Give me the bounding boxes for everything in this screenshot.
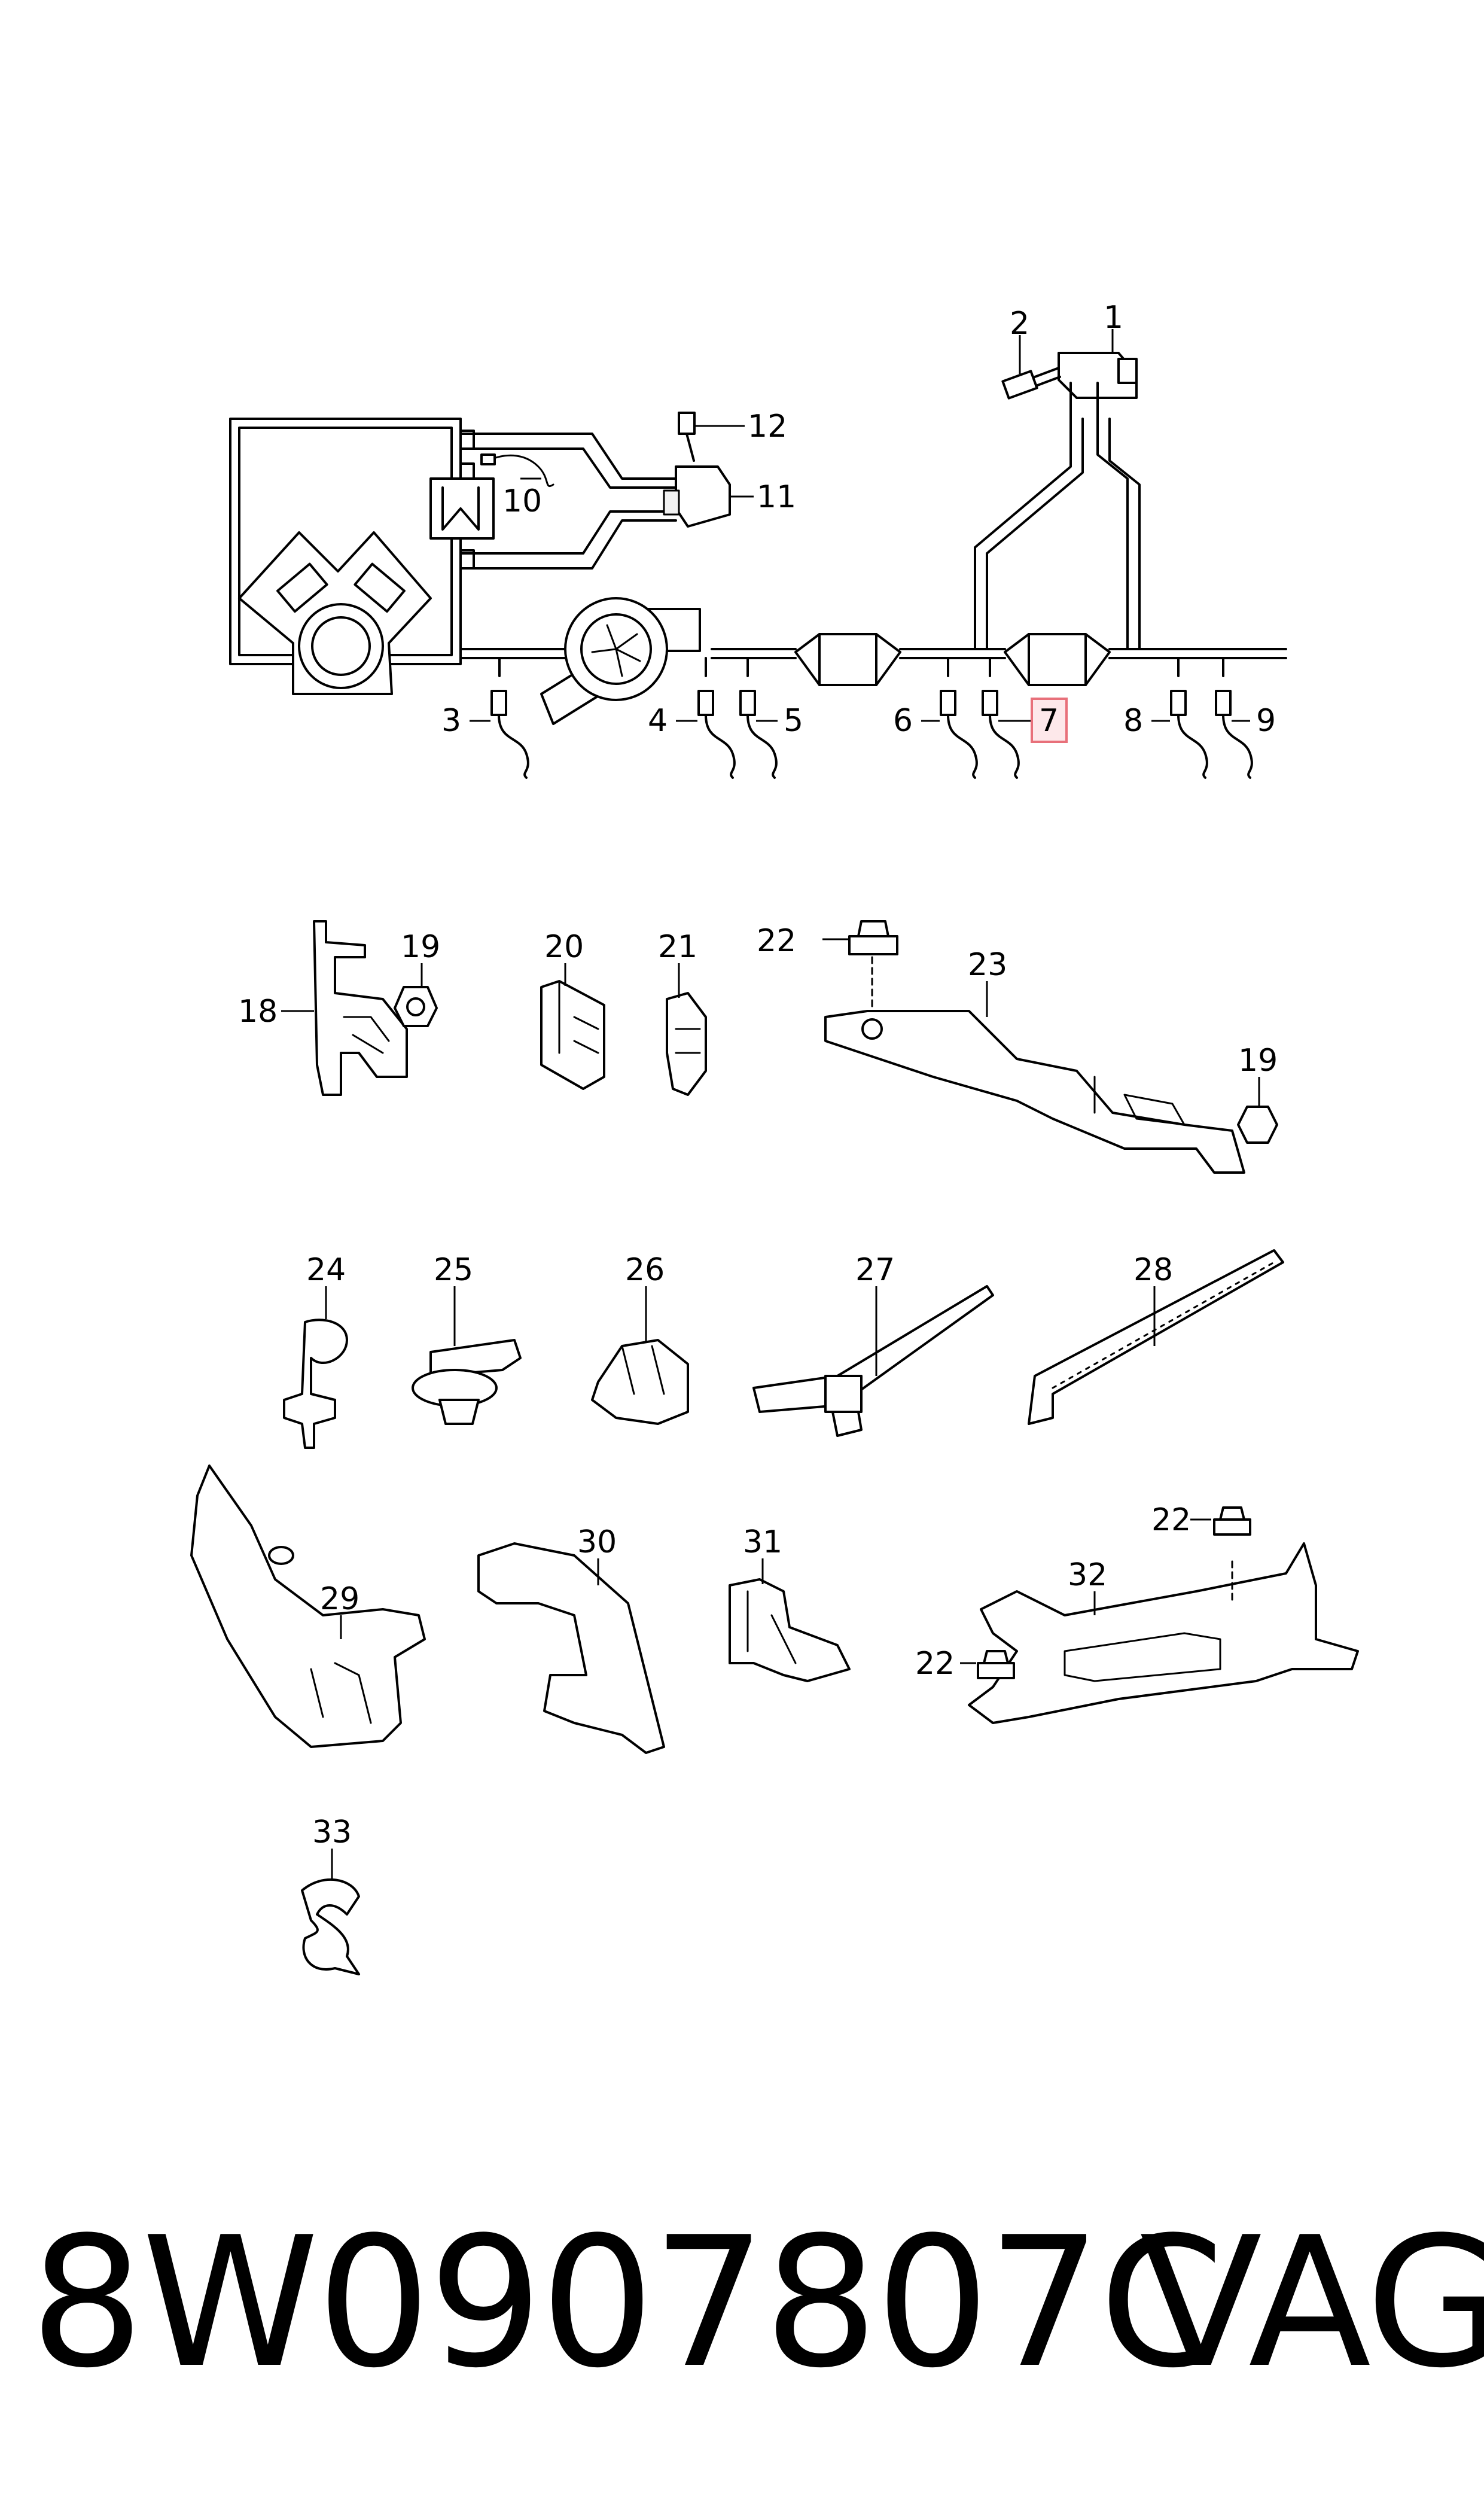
callout-19a[interactable]: 19 xyxy=(401,929,440,965)
pressure-line-right xyxy=(1096,418,1141,650)
nut-22b xyxy=(1213,1506,1251,1536)
exhaust-pipe-c xyxy=(899,648,1006,659)
callout-7[interactable]: 7 xyxy=(1039,703,1059,739)
clip-24 xyxy=(283,1319,348,1449)
nut-22c xyxy=(977,1650,1015,1679)
callout-6[interactable]: 6 xyxy=(893,703,913,739)
callout-22a[interactable]: 22 xyxy=(757,923,796,959)
callout-21[interactable]: 21 xyxy=(658,929,697,965)
engine-cylinder-right xyxy=(354,562,406,613)
catalytic-converter-1 xyxy=(794,633,901,686)
clip-26 xyxy=(591,1339,689,1425)
brand-label: VAG xyxy=(1139,2199,1484,2407)
callout-labels: 1 2 3 4 5 6 7 8 9 10 11 12 18 19 20 21 2… xyxy=(238,300,1278,1850)
heater-element-symbol xyxy=(441,486,480,531)
holder-31 xyxy=(729,1578,851,1682)
bracket-29 xyxy=(190,1464,426,1748)
bracket-30 xyxy=(477,1542,665,1754)
callout-4[interactable]: 4 xyxy=(648,703,668,739)
clip-33 xyxy=(301,1878,360,1975)
callout-30[interactable]: 30 xyxy=(577,1524,617,1560)
probe-6 xyxy=(940,690,978,779)
exhaust-pipe-d xyxy=(1108,648,1287,659)
cat1-seams xyxy=(818,633,877,686)
sensor-10-wire xyxy=(486,454,554,488)
callout-28[interactable]: 28 xyxy=(1133,1252,1173,1288)
port-box-2 xyxy=(459,549,475,570)
callout-12[interactable]: 12 xyxy=(748,409,787,444)
callout-18[interactable]: 18 xyxy=(238,994,278,1030)
port-box-3 xyxy=(459,462,475,480)
engine-cylinder-left xyxy=(276,562,328,613)
probe-7 xyxy=(982,690,1020,779)
exhaust-probes xyxy=(490,690,1253,779)
clip-21 xyxy=(666,992,707,1096)
probe-5 xyxy=(739,690,778,779)
turbo-blades xyxy=(591,624,641,677)
engine-crank-inner xyxy=(311,616,371,676)
callout-33[interactable]: 33 xyxy=(312,1814,352,1850)
bracket-23 xyxy=(824,1010,1245,1174)
callout-29[interactable]: 29 xyxy=(320,1581,359,1617)
probe-4 xyxy=(697,690,736,779)
sensor-taps xyxy=(498,657,1224,677)
callout-32[interactable]: 32 xyxy=(1068,1557,1107,1593)
intake-line-top-b xyxy=(459,447,677,489)
clip-20 xyxy=(540,980,605,1090)
callout-20[interactable]: 20 xyxy=(544,929,584,965)
callout-24[interactable]: 24 xyxy=(306,1252,346,1288)
callout-19b[interactable]: 19 xyxy=(1238,1043,1278,1079)
sensor-10-plug xyxy=(480,453,496,465)
cat2-seams xyxy=(1028,633,1087,686)
callout-25[interactable]: 25 xyxy=(434,1252,473,1288)
leader-lines xyxy=(281,329,1260,1878)
intake-line-bottom-a xyxy=(459,510,677,555)
callout-1[interactable]: 1 xyxy=(1104,300,1123,336)
clip-25 xyxy=(412,1339,522,1425)
probe-9 xyxy=(1215,690,1253,779)
engine-exhaust-schematic xyxy=(229,418,1287,725)
callout-23[interactable]: 23 xyxy=(968,947,1007,983)
callout-22b[interactable]: 22 xyxy=(1151,1502,1191,1538)
cable-tie-27 xyxy=(752,1285,994,1437)
nut-22a xyxy=(848,920,898,1012)
probe-8 xyxy=(1170,690,1208,779)
callout-10[interactable]: 10 xyxy=(502,483,542,519)
callout-3[interactable]: 3 xyxy=(441,703,461,739)
callout-2[interactable]: 2 xyxy=(1010,306,1029,342)
callout-27[interactable]: 27 xyxy=(855,1252,895,1288)
screw-12 xyxy=(678,412,696,462)
nut-19b xyxy=(1237,1106,1278,1144)
nut-19a xyxy=(394,986,438,1027)
cable-tie-28 xyxy=(1028,1249,1284,1425)
pressure-sensor-1 xyxy=(1058,352,1138,420)
turbo-wheel-ring xyxy=(580,613,652,685)
bracket-32 xyxy=(968,1542,1359,1724)
pressure-line-left xyxy=(974,418,1084,650)
callout-9[interactable]: 9 xyxy=(1256,703,1276,739)
catalytic-converter-2 xyxy=(1004,633,1111,686)
callout-31[interactable]: 31 xyxy=(743,1524,782,1560)
exhaust-pipe-b xyxy=(711,648,797,659)
callout-5[interactable]: 5 xyxy=(784,703,803,739)
engine-block-outline xyxy=(229,418,462,665)
port-box-1 xyxy=(459,430,475,450)
callout-11[interactable]: 11 xyxy=(757,479,796,515)
part-number: 8W0907807C xyxy=(30,2199,1224,2407)
callout-26[interactable]: 26 xyxy=(625,1252,665,1288)
probe-3 xyxy=(490,690,529,779)
pressure-sensor-11 xyxy=(663,465,731,528)
intake-line-top-a xyxy=(459,433,677,480)
callout-8[interactable]: 8 xyxy=(1123,703,1143,739)
callout-7-highlight xyxy=(1031,698,1068,743)
intake-line-bottom-b xyxy=(459,519,677,570)
bolt-2 xyxy=(1001,367,1061,400)
bracket-18 xyxy=(313,920,408,1096)
callout-22c[interactable]: 22 xyxy=(915,1646,955,1682)
